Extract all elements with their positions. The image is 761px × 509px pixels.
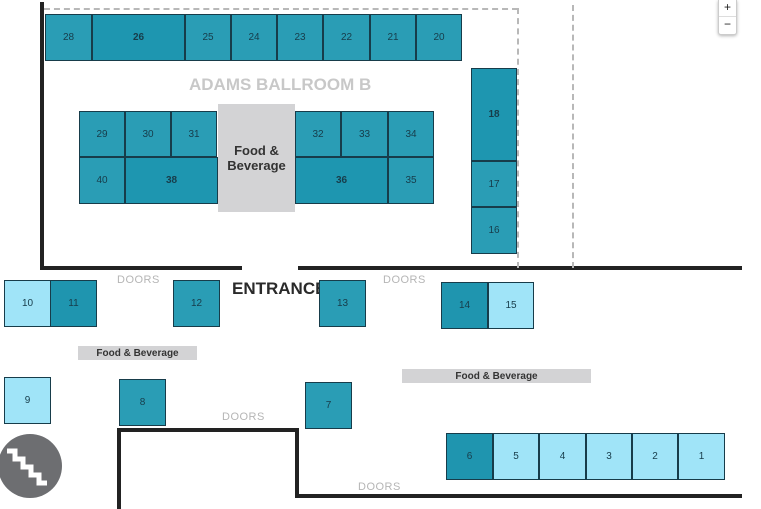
booth-29[interactable]: 29 (79, 111, 125, 157)
wall (40, 266, 242, 270)
booth-28[interactable]: 28 (45, 14, 92, 61)
room-boundary (572, 5, 574, 268)
booth-34[interactable]: 34 (388, 111, 434, 157)
doors-label: DOORS (222, 411, 265, 423)
booth-7[interactable]: 7 (305, 382, 352, 429)
doors-label: DOORS (383, 274, 426, 286)
room-boundary (44, 8, 518, 10)
food-beverage-area[interactable]: Food & Beverage (218, 104, 295, 212)
booth-4[interactable]: 4 (539, 433, 586, 480)
wall (295, 428, 299, 498)
booth-24[interactable]: 24 (231, 14, 277, 61)
booth-40[interactable]: 40 (79, 157, 125, 204)
booth-14[interactable]: 14 (441, 282, 488, 329)
wall (40, 2, 44, 270)
zoom-control: + − (718, 0, 737, 35)
booth-10[interactable]: 10 (4, 280, 51, 327)
booth-35[interactable]: 35 (388, 157, 434, 204)
booth-25[interactable]: 25 (185, 14, 231, 61)
booth-33[interactable]: 33 (341, 111, 388, 157)
booth-17[interactable]: 17 (471, 161, 517, 207)
doors-label: DOORS (117, 274, 160, 286)
wall (117, 428, 299, 432)
booth-21[interactable]: 21 (370, 14, 416, 61)
wall (295, 494, 742, 498)
booth-36[interactable]: 36 (295, 157, 388, 204)
booth-1[interactable]: 1 (678, 433, 725, 480)
zoom-in-button[interactable]: + (719, 0, 736, 17)
food-beverage-area[interactable]: Food & Beverage (78, 346, 197, 360)
entrance-label: ENTRANCE (232, 279, 327, 298)
stairs-icon (0, 434, 62, 498)
booth-12[interactable]: 12 (173, 280, 220, 327)
booth-5[interactable]: 5 (493, 433, 539, 480)
booth-18[interactable]: 18 (471, 68, 517, 161)
room-title: ADAMS BALLROOM B (189, 75, 372, 94)
booth-16[interactable]: 16 (471, 207, 517, 254)
wall (298, 266, 742, 270)
wall (117, 428, 121, 509)
booth-15[interactable]: 15 (488, 282, 534, 329)
booth-32[interactable]: 32 (295, 111, 341, 157)
booth-2[interactable]: 2 (632, 433, 678, 480)
booth-31[interactable]: 31 (171, 111, 217, 157)
booth-23[interactable]: 23 (277, 14, 323, 61)
food-beverage-area[interactable]: Food & Beverage (402, 369, 591, 383)
booth-11[interactable]: 11 (50, 280, 97, 327)
booth-8[interactable]: 8 (119, 379, 166, 426)
booth-6[interactable]: 6 (446, 433, 493, 480)
room-boundary (517, 8, 519, 268)
booth-20[interactable]: 20 (416, 14, 462, 61)
booth-26[interactable]: 26 (92, 14, 185, 61)
zoom-out-button[interactable]: − (723, 17, 731, 31)
booth-9[interactable]: 9 (4, 377, 51, 424)
booth-30[interactable]: 30 (125, 111, 171, 157)
booth-22[interactable]: 22 (323, 14, 370, 61)
booth-3[interactable]: 3 (586, 433, 632, 480)
booth-38[interactable]: 38 (125, 157, 218, 204)
booth-13[interactable]: 13 (319, 280, 366, 327)
doors-label: DOORS (358, 481, 401, 493)
